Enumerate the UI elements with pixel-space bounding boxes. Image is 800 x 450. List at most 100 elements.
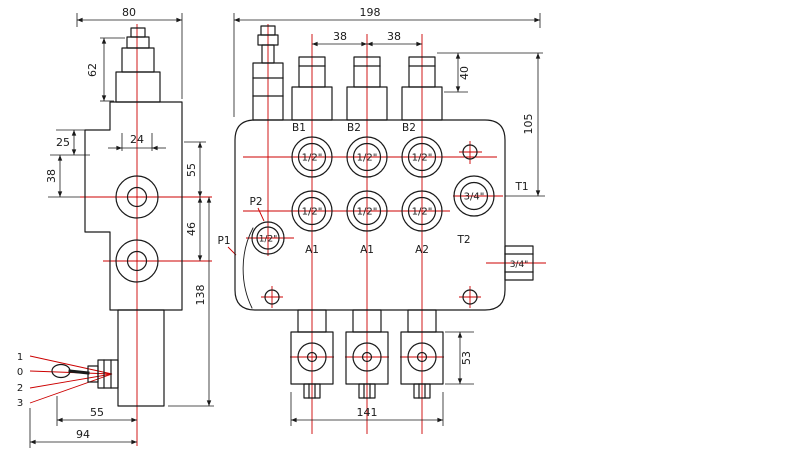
port-a3-size: 1/2" (412, 207, 433, 218)
side-port2-inner (126, 250, 148, 272)
left-view-dimensions: 80 62 25 38 (29, 6, 214, 448)
dim-port-top-55: 55 (184, 141, 206, 197)
dim-body-138-label: 138 (194, 285, 207, 306)
spool-cap-2 (346, 56, 388, 121)
dim-offset-25: 25 (50, 129, 90, 156)
dim-width-80: 80 (76, 6, 183, 99)
port-t1-outer (453, 175, 495, 217)
port-b2-outer (346, 136, 388, 178)
spool-cap-1 (291, 56, 333, 121)
dim-offset-38: 38 (45, 155, 80, 198)
spool-cap-3 (401, 56, 443, 121)
port-p2-outer (251, 221, 285, 255)
dim-pitch-38b-label: 38 (387, 30, 401, 43)
top-nut-small (130, 27, 146, 38)
bonnet-upper (121, 47, 155, 73)
right-view-body (234, 25, 534, 399)
label-t2: T2 (456, 234, 470, 246)
port-b3-outer (401, 136, 443, 178)
dim-spool-24: 24 (108, 133, 166, 151)
port-a2-outer (346, 190, 388, 232)
port-b3-size: 1/2" (412, 153, 433, 164)
port-a2-size: 1/2" (357, 207, 378, 218)
lever-assembly (51, 359, 119, 389)
dim-pitch-38a: 38 (311, 30, 368, 47)
dim-port-spacing-46: 46 (185, 197, 203, 261)
p2-leader (257, 207, 265, 222)
top-nut (126, 36, 150, 49)
right-view-port-labels: B1 B2 B2 A1 A1 A2 P2 P1 T1 T2 (217, 122, 528, 256)
lever-position-labels: 1 0 2 3 (17, 352, 23, 409)
label-b3: B2 (402, 122, 416, 134)
dim-cap-62-label: 62 (86, 63, 99, 77)
dim-spool-end-53-label: 53 (460, 351, 473, 365)
port-a2-inner (352, 196, 382, 226)
front-body-outline (234, 119, 506, 311)
dim-cap-62: 62 (86, 37, 125, 102)
lever-knob (51, 363, 71, 379)
dim-pitch-38a-label: 38 (333, 30, 347, 43)
pilot-hole (462, 144, 478, 160)
dim-cap-40: 40 (437, 52, 543, 93)
dim-width-198: 198 (233, 6, 541, 117)
label-b2: B2 (347, 122, 361, 134)
lever-pos-3: 3 (17, 398, 23, 409)
dim-tank-105-label: 105 (522, 114, 535, 135)
dim-pitch-38b: 38 (366, 30, 423, 47)
label-p1: P1 (217, 235, 230, 247)
spool-end-2 (345, 309, 389, 399)
mount-hole-right (462, 289, 478, 305)
lever-pos-0: 0 (17, 367, 23, 378)
dim-lever-55: 55 (56, 396, 137, 426)
port-a3-inner (407, 196, 437, 226)
port-a1-inner (297, 196, 327, 226)
lever-pos-1: 1 (17, 352, 23, 363)
spool-end-1 (290, 309, 334, 399)
lever-pos2-line (29, 373, 113, 389)
dim-offset-25-label: 25 (56, 136, 70, 149)
port-a1-outer (291, 190, 333, 232)
lever-arm (68, 369, 90, 375)
port-b3-inner (407, 142, 437, 172)
dim-width-198-label: 198 (360, 6, 381, 19)
port-t1-inner (459, 181, 489, 211)
label-a1: A1 (305, 244, 319, 256)
right-view-dimensions: 198 38 38 40 105 (233, 6, 545, 426)
lower-body (117, 309, 165, 407)
dim-lever-55-label: 55 (90, 406, 104, 419)
port-p2-inner (256, 226, 280, 250)
side-port1-outer (115, 175, 159, 219)
port-p2-size: 1/2" (259, 235, 278, 245)
label-a3: A2 (415, 244, 429, 256)
right-view: 1/2" 1/2" 1/2" 1/2" 1/2" 1/2" 1/2" 3/4" … (217, 6, 546, 434)
dim-depth-94: 94 (29, 408, 137, 448)
dim-port-top-55-label: 55 (185, 163, 198, 177)
port-b1-outer (291, 136, 333, 178)
lever-pos-2: 2 (17, 383, 23, 394)
dim-span-141: 141 (290, 392, 444, 426)
port-a3-outer (401, 190, 443, 232)
main-body-outline (84, 101, 183, 311)
dim-spool-24-label: 24 (130, 133, 144, 146)
dim-port-spacing-46-label: 46 (185, 222, 198, 236)
casting-contour (242, 227, 254, 309)
right-view-port-texts: 1/2" 1/2" 1/2" 1/2" 1/2" 1/2" 1/2" 3/4" … (259, 153, 529, 271)
port-b2-size: 1/2" (357, 153, 378, 164)
left-view: 1 0 2 3 80 62 25 (17, 6, 214, 448)
dim-body-138: 138 (168, 197, 214, 407)
label-t1: T1 (514, 181, 528, 193)
side-port1-inner (126, 186, 148, 208)
mount-hole-left (264, 289, 280, 305)
label-p2: P2 (249, 196, 262, 208)
label-b1: B1 (292, 122, 306, 134)
port-b2-inner (352, 142, 382, 172)
dim-depth-94-label: 94 (76, 428, 90, 441)
dim-width-80-label: 80 (122, 6, 136, 19)
dim-tank-105: 105 (505, 53, 545, 197)
dim-offset-38-label: 38 (45, 169, 58, 183)
bonnet-lower (115, 71, 161, 103)
port-t2-size: 3/4" (510, 260, 529, 270)
side-port2-outer (115, 239, 159, 283)
